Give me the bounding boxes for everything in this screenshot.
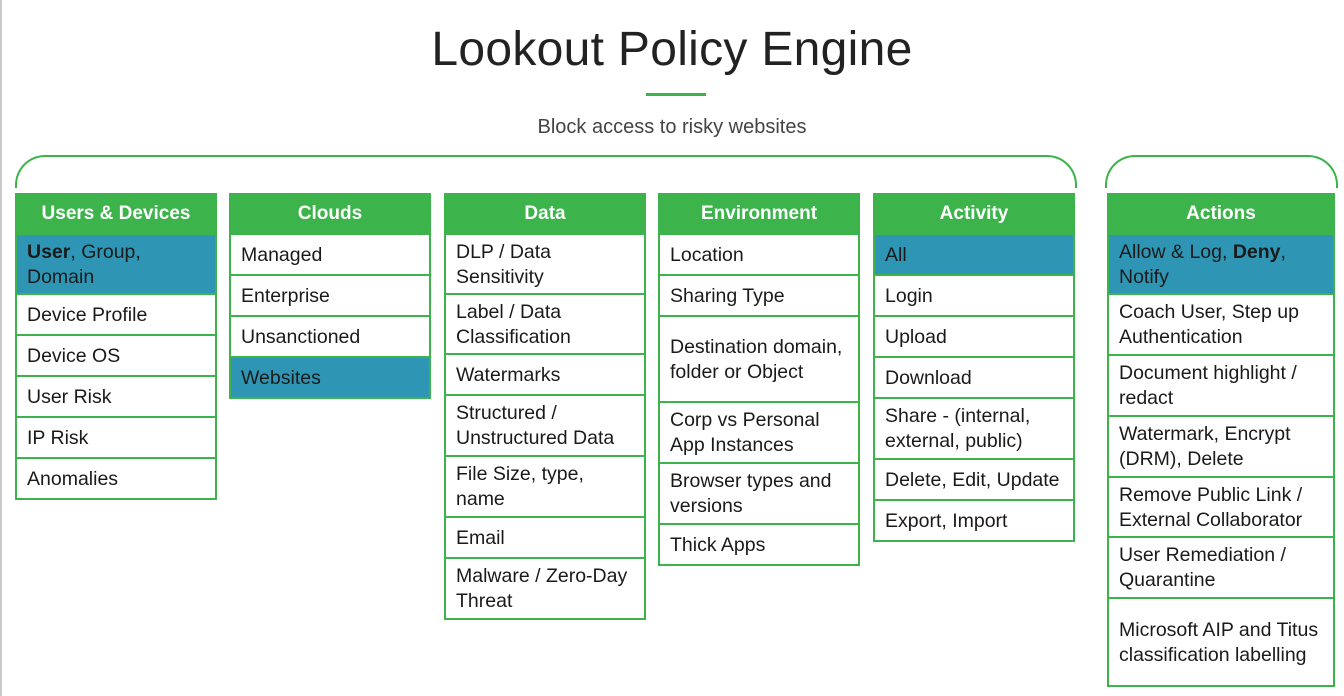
column-header: Data bbox=[444, 193, 646, 235]
cell-unsanctioned: Unsanctioned bbox=[229, 317, 431, 358]
cell-share: Share - (internal, external, public) bbox=[873, 399, 1075, 460]
cell-document-highlight: Document highlight / redact bbox=[1107, 356, 1335, 417]
page-title: Lookout Policy Engine bbox=[431, 23, 913, 76]
cell-user-risk: User Risk bbox=[15, 377, 217, 418]
cell-destination: Destination domain, folder or Object bbox=[658, 317, 860, 403]
cell-all: All bbox=[873, 235, 1075, 276]
cell-browser-types: Browser types and versions bbox=[658, 464, 860, 525]
page-left-border bbox=[0, 0, 2, 696]
column-header: Environment bbox=[658, 193, 860, 235]
cell-user-remediation: User Remediation / Quarantine bbox=[1107, 538, 1335, 599]
actions-bracket bbox=[1105, 155, 1338, 188]
cell-delete-edit-update: Delete, Edit, Update bbox=[873, 460, 1075, 501]
cell-watermarks: Watermarks bbox=[444, 355, 646, 396]
cell-enterprise: Enterprise bbox=[229, 276, 431, 317]
cell-export-import: Export, Import bbox=[873, 501, 1075, 542]
cell-malware-zero-day: Malware / Zero-Day Threat bbox=[444, 559, 646, 620]
cell-upload: Upload bbox=[873, 317, 1075, 358]
cell-user-group-domain: User, Group, Domain bbox=[15, 235, 217, 295]
user-bold-text: User bbox=[27, 240, 71, 263]
cell-download: Download bbox=[873, 358, 1075, 399]
conditions-bracket bbox=[15, 155, 1077, 188]
cell-location: Location bbox=[658, 235, 860, 276]
cell-label-data-classification: Label / Data Classification bbox=[444, 295, 646, 355]
cell-allow-log-deny-notify: Allow & Log, Deny, Notify bbox=[1107, 235, 1335, 295]
column-users-devices: Users & Devices User, Group, Domain Devi… bbox=[15, 193, 217, 500]
cell-coach-user: Coach User, Step up Authentication bbox=[1107, 295, 1335, 356]
cell-device-profile: Device Profile bbox=[15, 295, 217, 336]
cell-structured-unstructured: Structured / Unstructured Data bbox=[444, 396, 646, 457]
cell-corp-vs-personal: Corp vs Personal App Instances bbox=[658, 403, 860, 464]
column-header: Clouds bbox=[229, 193, 431, 235]
cell-microsoft-aip: Microsoft AIP and Titus classification l… bbox=[1107, 599, 1335, 687]
cell-email: Email bbox=[444, 518, 646, 559]
cell-managed: Managed bbox=[229, 235, 431, 276]
column-data: Data DLP / Data Sensitivity Label / Data… bbox=[444, 193, 646, 620]
column-header: Actions bbox=[1107, 193, 1335, 235]
cell-ip-risk: IP Risk bbox=[15, 418, 217, 459]
column-actions: Actions Allow & Log, Deny, Notify Coach … bbox=[1107, 193, 1335, 687]
column-header: Activity bbox=[873, 193, 1075, 235]
cell-sharing-type: Sharing Type bbox=[658, 276, 860, 317]
column-environment: Environment Location Sharing Type Destin… bbox=[658, 193, 860, 566]
cell-remove-public-link: Remove Public Link / External Collaborat… bbox=[1107, 478, 1335, 538]
cell-thick-apps: Thick Apps bbox=[658, 525, 860, 566]
cell-login: Login bbox=[873, 276, 1075, 317]
cell-device-os: Device OS bbox=[15, 336, 217, 377]
column-activity: Activity All Login Upload Download Share… bbox=[873, 193, 1075, 542]
cell-watermark-encrypt: Watermark, Encrypt (DRM), Delete bbox=[1107, 417, 1335, 478]
column-header: Users & Devices bbox=[15, 193, 217, 235]
page-subtitle: Block access to risky websites bbox=[537, 116, 807, 138]
cell-anomalies: Anomalies bbox=[15, 459, 217, 500]
column-clouds: Clouds Managed Enterprise Unsanctioned W… bbox=[229, 193, 431, 399]
deny-bold-text: Deny bbox=[1232, 240, 1281, 263]
title-underline bbox=[646, 93, 706, 96]
cell-websites: Websites bbox=[229, 358, 431, 399]
cell-file-size-type-name: File Size, type, name bbox=[444, 457, 646, 518]
cell-dlp-data-sensitivity: DLP / Data Sensitivity bbox=[444, 235, 646, 295]
